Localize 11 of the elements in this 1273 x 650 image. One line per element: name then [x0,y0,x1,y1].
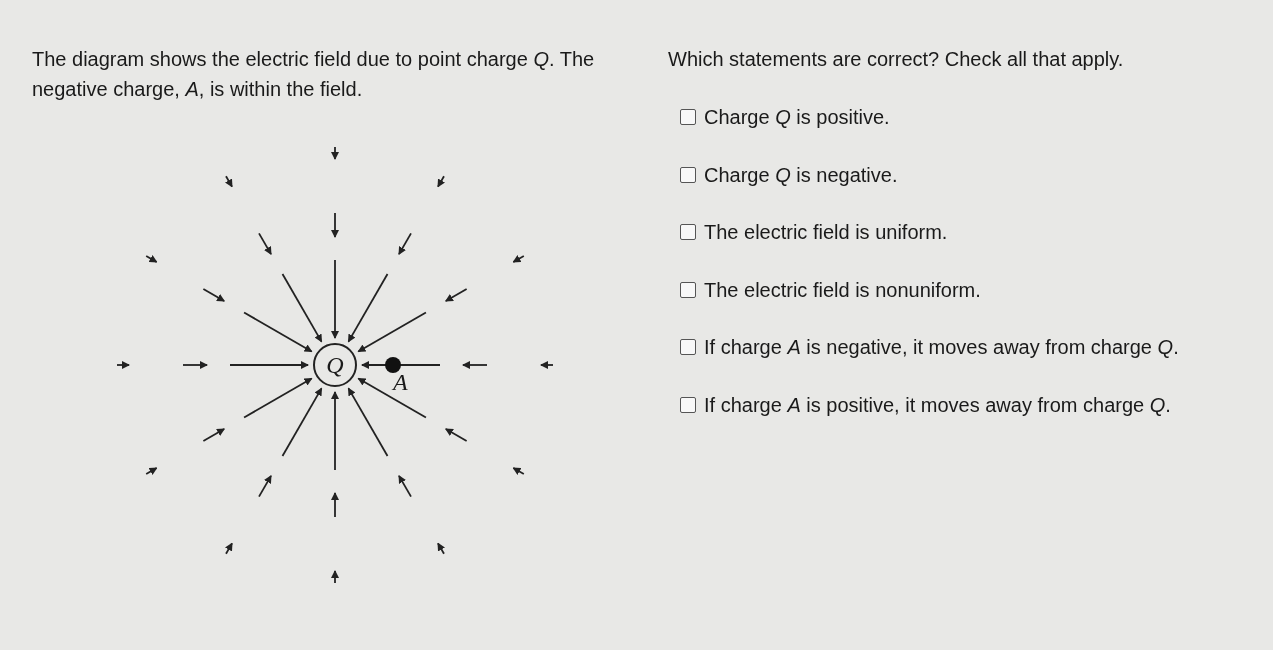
option-text: If charge A is positive, it moves away from charge Q. [704,392,1171,418]
option-text: The electric field is nonuniform. [704,277,981,303]
option-text: The electric field is uniform. [704,220,948,245]
option-text: Charge Q is positive. [704,105,890,130]
question-text: The diagram shows the electric field due to point charge Q. The negative charge, A, is within the field. [32,47,596,102]
charge-label: Q [326,351,344,379]
option-text: Charge Q is negative. [704,162,898,188]
charge-circle [313,343,357,387]
charge-label: A [393,369,408,396]
option-text: If charge A is negative, it moves away from charge Q. [704,335,1179,360]
instruction-text: Which statements are correct? Check all that apply. [668,47,1125,72]
